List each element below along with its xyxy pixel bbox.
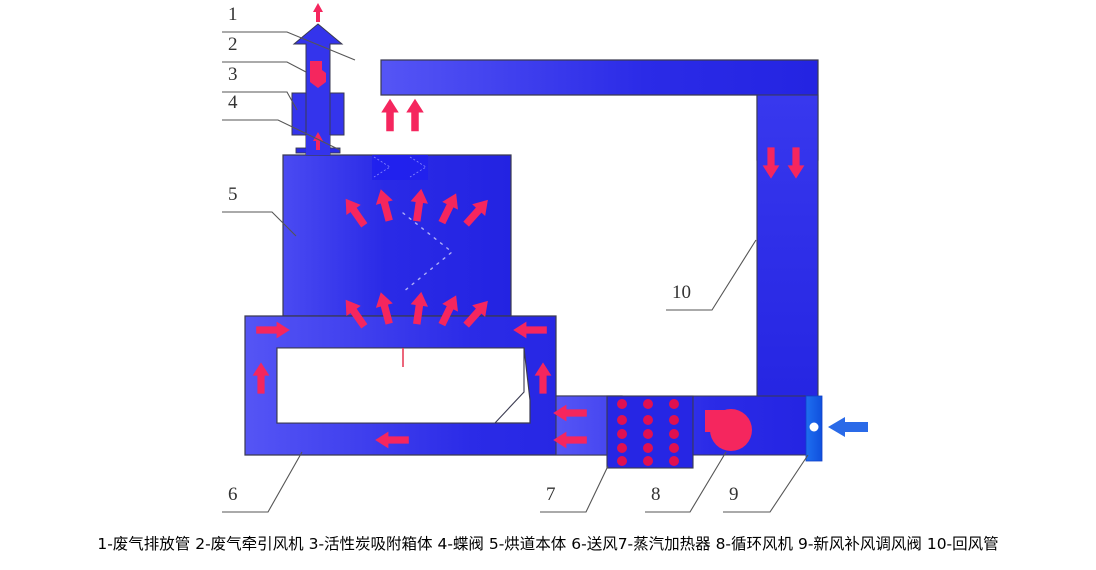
fresh-air-inlet-arrow <box>828 417 868 437</box>
callout-2-exhaust-fan: 2 <box>228 34 238 55</box>
callout-leaders <box>222 31 809 513</box>
top-supply-duct <box>380 59 819 161</box>
callout-7-steam-heater: 7 <box>546 484 556 505</box>
stack-outlet-arrow <box>313 3 323 22</box>
chamber-inlet-diffuser <box>372 155 428 180</box>
callout-1-exhaust-pipe: 1 <box>228 4 238 25</box>
heater-tube-dots <box>617 399 679 466</box>
chamber-product-path <box>402 212 454 293</box>
callout-4-butterfly-valve: 4 <box>228 92 238 113</box>
callout-9-fresh-air-damper: 9 <box>729 484 739 505</box>
exhaust-traction-fan <box>310 61 326 88</box>
callout-3-carbon-box: 3 <box>228 64 238 85</box>
callout-10-return-duct: 10 <box>672 282 691 303</box>
valve-flow-arrow <box>313 132 323 150</box>
legend-caption: 1-废气排放管 2-废气牵引风机 3-活性炭吸附箱体 4-蝶阀 5-烘道本体 6… <box>97 535 999 553</box>
callout-8-circulation-fan: 8 <box>651 484 661 505</box>
bottom-supply-plenum <box>244 315 623 456</box>
fresh-air-make-up-damper <box>805 395 823 462</box>
callout-6-supply-air: 6 <box>228 484 238 505</box>
steam-heater <box>606 395 694 469</box>
callout-5-oven-body: 5 <box>228 184 238 205</box>
circulation-fan <box>705 409 752 451</box>
